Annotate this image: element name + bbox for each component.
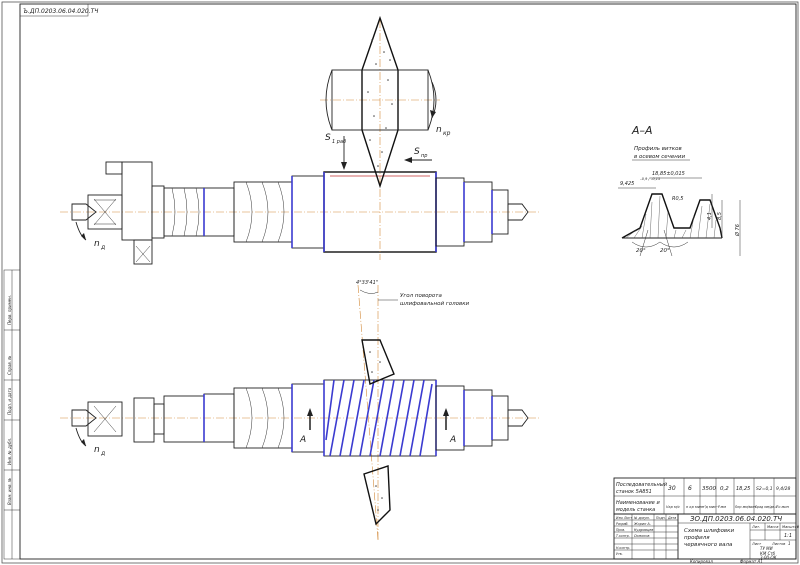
section-a-a: А–А Профиль витков в осевом сечении 18,8…	[618, 124, 741, 257]
wheel-grit-top	[367, 39, 393, 167]
dim-half-pitch-tol: –0,9 / –0,15	[640, 177, 661, 181]
bottom-view-worm-shaft: 4°33'41" Угол поворота шлифовальной голо…	[60, 280, 540, 541]
top-view-worm-shaft: n д S 1 раб S пр n кр	[60, 15, 540, 265]
strip-label-3: Подп. и дата	[7, 387, 12, 415]
dim-radius: R0,5	[672, 196, 683, 202]
strip-label-4: Инв. № дубл.	[7, 438, 12, 465]
left-center	[71, 203, 97, 221]
row1-label-2: станок 5А851	[616, 489, 652, 495]
section-mark-right: А	[449, 435, 456, 445]
title-block: ЗО.ДП.0203.06.04.020.ТЧ Схема шлифовки п…	[613, 513, 800, 560]
tilt-note-1: Угол поворота	[400, 293, 442, 299]
grinding-wheel-upper	[361, 339, 395, 385]
role-dev: Разраб.	[616, 522, 629, 526]
val-srad: S2=0,1	[756, 486, 773, 492]
dim-diameter: Ø 76	[734, 224, 741, 237]
hdr-nkr: n кр мин⁻¹	[686, 505, 706, 509]
s-rad-label: S	[325, 133, 331, 143]
format-label: Формат А1	[740, 559, 763, 564]
role-sign: Подп.	[656, 516, 666, 520]
thread-profile	[621, 193, 723, 239]
top-stamp-text: Ъ.ДП.0203.06.04.020.ТЧ	[23, 8, 98, 15]
strip-label-5: Взам. инв. №	[7, 478, 12, 505]
angle-left: 20°	[636, 248, 646, 254]
hdr-spr: Sпр мм/мин	[735, 505, 757, 509]
angle-right: 20°	[660, 248, 670, 254]
strip-label-1: Перв. примен.	[7, 295, 12, 325]
n-kr-label: n	[436, 125, 442, 135]
role-list: Лист	[623, 516, 632, 520]
lit-header: Лит.	[751, 525, 760, 529]
role-ncontr: Н.контр.	[616, 546, 630, 550]
worm-threads	[325, 379, 433, 457]
hdr-nd: n д мин⁻¹	[702, 505, 720, 509]
s-pr-sub: пр	[421, 153, 427, 159]
row2-label-1: Наименование и	[616, 500, 660, 506]
section-subtitle-1: Профиль витков	[634, 146, 682, 152]
doc-name-3: червячного вала	[684, 542, 733, 548]
right-center	[507, 203, 529, 221]
hdr-vkr: Vкр м/с	[666, 505, 680, 509]
val-t: 0,2	[720, 486, 729, 492]
row2-label-2: модель станка	[616, 507, 655, 513]
section-mark-left: А	[299, 435, 306, 445]
sheets-label: Листов	[771, 542, 785, 546]
dim-height-2: 8,5	[717, 212, 723, 220]
cutting-modes-table: Последовательный станок 5А851 Наименован…	[613, 477, 797, 515]
role-approve: Утв.	[616, 552, 623, 556]
doc-name-1: Схема шлифовки	[684, 528, 735, 534]
nd-sub-bottom: д	[100, 450, 105, 457]
org-2: КМ Стб	[760, 551, 776, 556]
s-pr-label: S	[414, 147, 420, 157]
role-doc: № докум.	[633, 516, 650, 520]
tilt-note-2: шлифовальной головки	[400, 301, 470, 307]
role-date: Дата	[667, 516, 676, 520]
sheet-label: Лист	[751, 542, 762, 546]
dim-height: 4,1	[707, 212, 713, 220]
dim-half-pitch: 9,425	[620, 181, 634, 187]
val-to: 9,4/28	[776, 486, 791, 492]
hdr-to: То мин	[776, 505, 790, 509]
top-stamp: Ъ.ДП.0203.06.04.020.ТЧ	[19, 3, 98, 17]
role-check: Пров.	[616, 528, 625, 532]
n-kr-sub: кр	[443, 130, 451, 137]
val-spr: 18,25	[736, 486, 750, 492]
name-tcontr: Осмонов	[634, 534, 649, 538]
grinding-wheel-lower	[363, 465, 391, 526]
nd-sub-top: д	[100, 244, 105, 251]
val-nd: 3500	[702, 486, 716, 492]
section-hatching	[625, 195, 717, 239]
nd-label-top: n	[94, 239, 100, 249]
role-izm: Изм.	[616, 516, 624, 520]
section-title: А–А	[631, 124, 653, 137]
sheets-value: 1	[788, 541, 791, 546]
copied-label: Копировал	[690, 559, 713, 564]
val-nkr: 6	[688, 485, 692, 492]
hdr-t: t мм	[718, 505, 726, 509]
org-1: ТУ МИ	[760, 546, 773, 551]
wheel-spindle-top	[331, 69, 429, 131]
scale-header: Масштаб	[782, 525, 800, 529]
name-dev: Жорин А.	[633, 522, 651, 526]
doc-name-2: профиля	[684, 535, 710, 541]
name-check: Кудрявцев	[634, 528, 653, 532]
row1-label-1: Последовательный	[616, 482, 668, 488]
scale-value: 1:1	[784, 533, 792, 539]
strip-label-2: Справ. №	[7, 356, 12, 375]
hdr-srad: Sрад мм/дв.х	[755, 505, 777, 509]
mass-header: Масса	[767, 525, 778, 529]
nd-label-bottom: n	[94, 445, 100, 455]
left-strip: Перв. примен. Справ. № Подп. и дата Инв.…	[3, 269, 21, 560]
role-tcontr: Т.контр.	[616, 534, 630, 538]
tilt-angle-label: 4°33'41"	[356, 280, 378, 286]
section-subtitle-2: в осевом сечении	[634, 154, 685, 160]
org-3: 3-00-ОК	[760, 555, 777, 560]
designation: ЗО.ДП.0203.06.04.020.ТЧ	[690, 515, 782, 523]
s-rad-sub: 1 раб	[332, 139, 346, 145]
dim-pitch: 18,85±0,015	[652, 171, 685, 177]
val-vkr: 30	[668, 485, 676, 492]
